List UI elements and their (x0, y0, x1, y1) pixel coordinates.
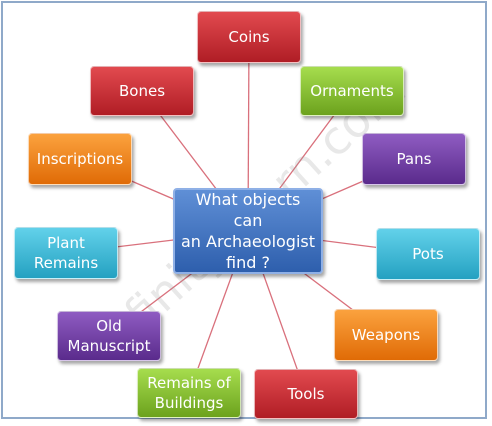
node-bones: Bones (90, 66, 194, 116)
node-remains-of-buildings: Remains of Buildings (137, 368, 241, 418)
node-pans: Pans (362, 133, 466, 185)
node-ornaments: Ornaments (300, 66, 404, 116)
diagram-frame: InfinityLearn.com What objects can an Ar… (1, 1, 487, 419)
node-pots: Pots (376, 228, 480, 280)
node-plant-remains: Plant Remains (14, 227, 118, 279)
node-inscriptions: Inscriptions (28, 133, 132, 185)
node-weapons: Weapons (334, 309, 438, 361)
central-question-node: What objects can an Archaeologist find ? (173, 188, 323, 274)
node-coins: Coins (197, 11, 301, 63)
node-old-manuscript: Old Manuscript (57, 311, 161, 361)
node-tools: Tools (254, 369, 358, 419)
